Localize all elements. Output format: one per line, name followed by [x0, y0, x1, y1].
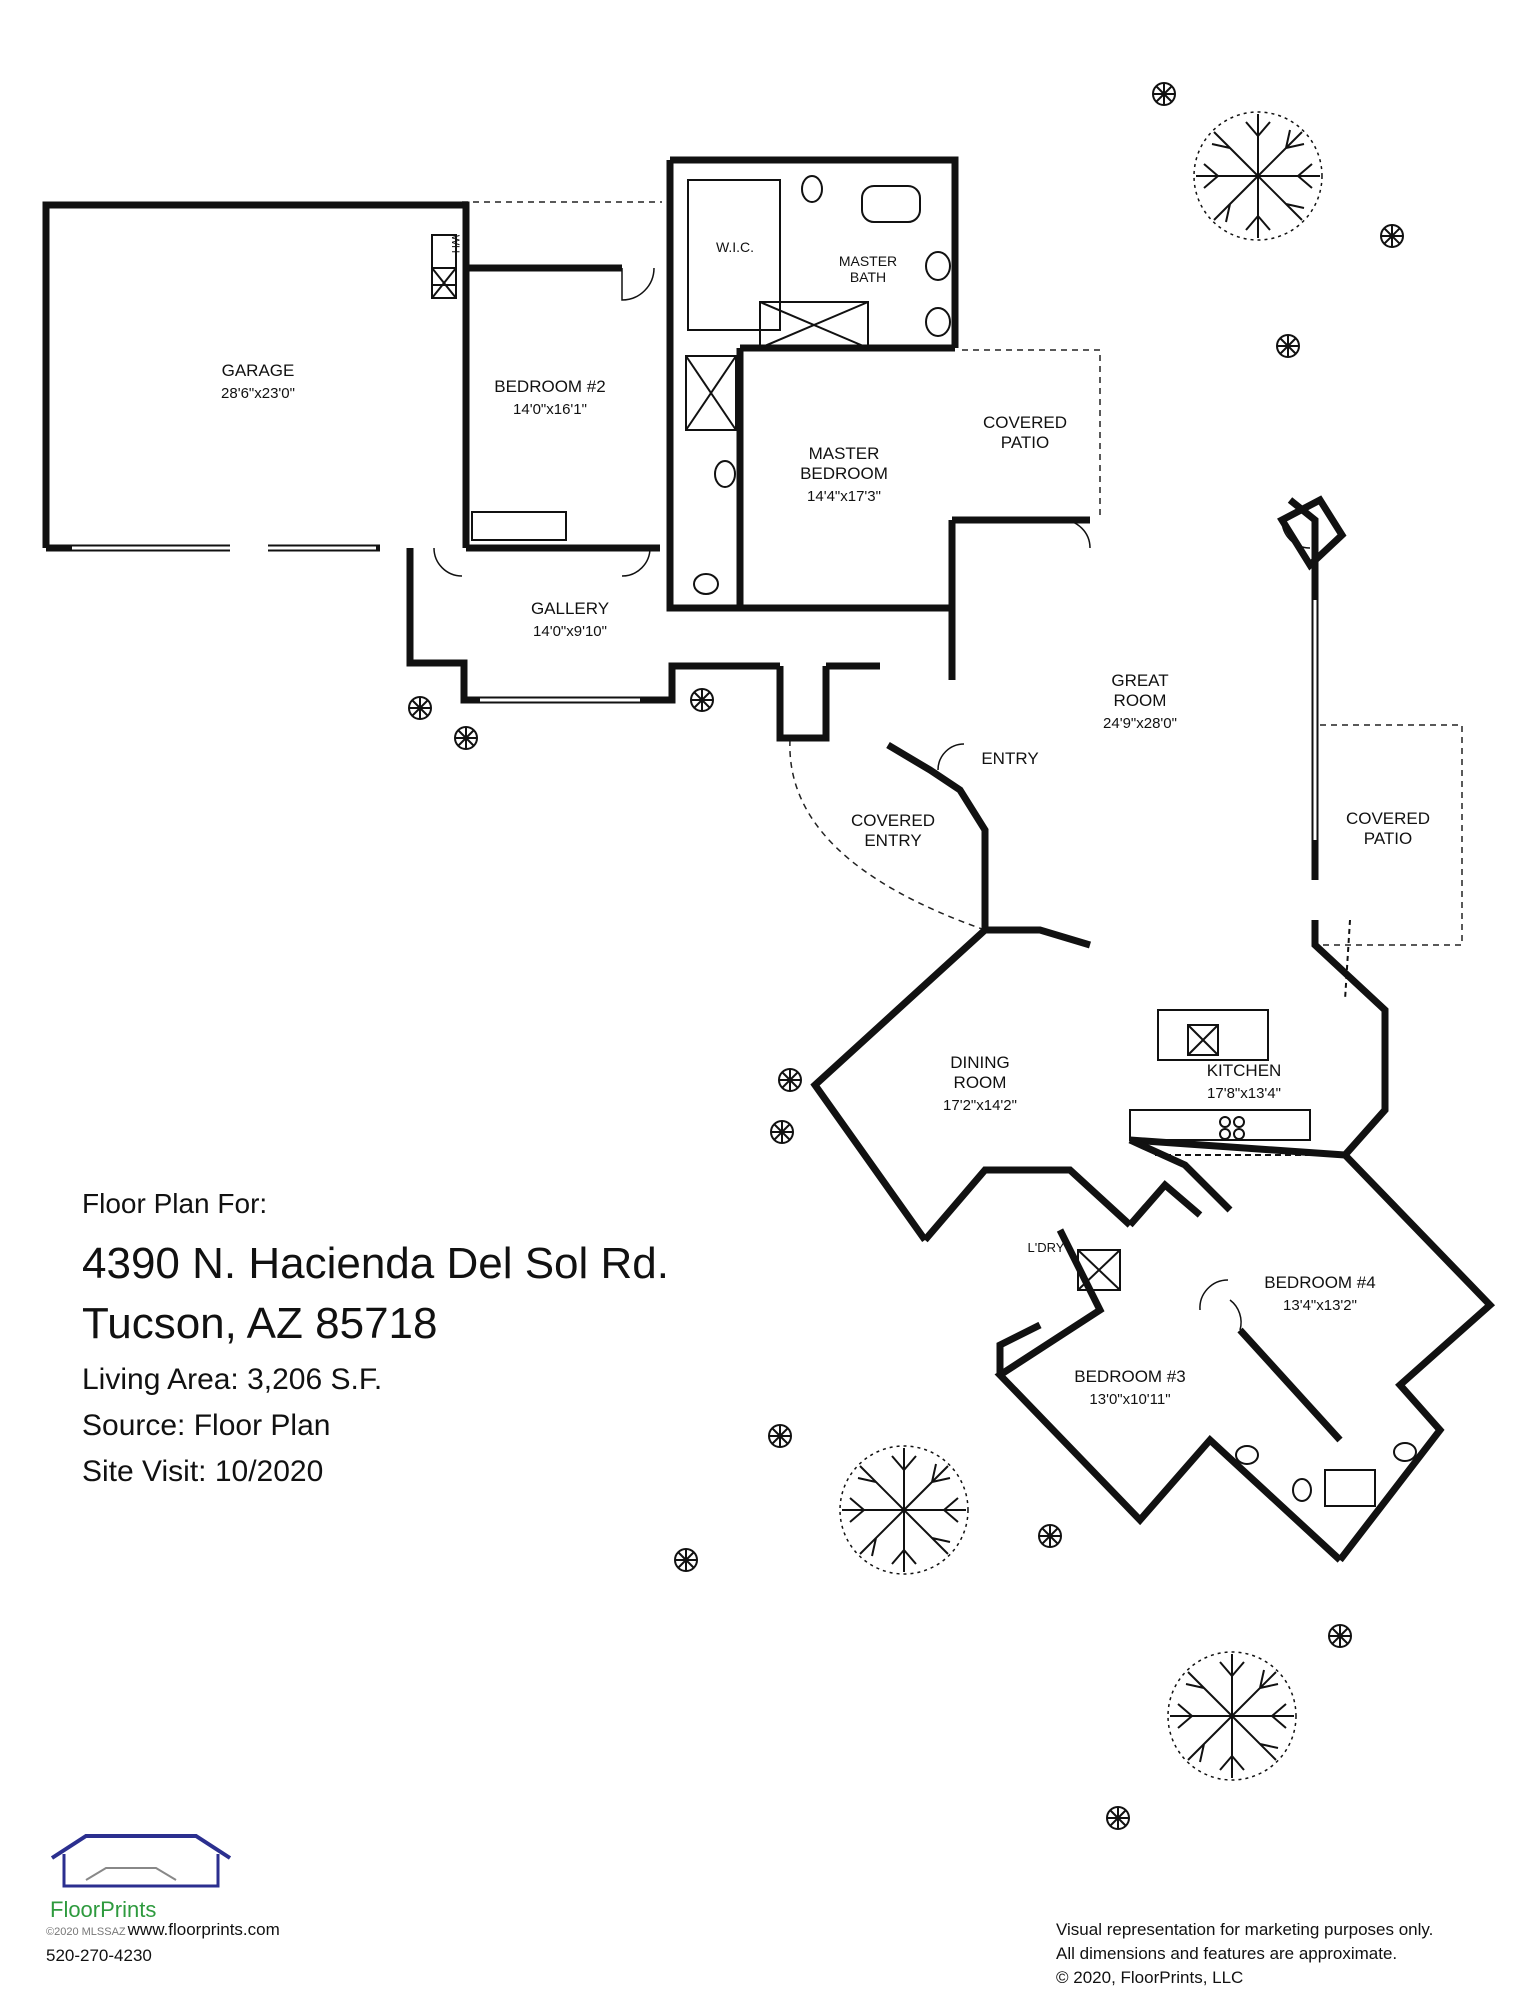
disclaimer-line-3: © 2020, FloorPrints, LLC	[1056, 1968, 1244, 1987]
disclaimer-line-2: All dimensions and features are approxim…	[1056, 1944, 1398, 1963]
dashed-outlines	[462, 201, 1463, 946]
dining-room-label-1: DINING	[950, 1053, 1010, 1072]
bedroom4-dim: 13'4"x13'2"	[1283, 1297, 1357, 1314]
windows	[72, 518, 1317, 1181]
mls-mark: ©2020 MLSSAZ	[46, 1926, 126, 1938]
entry-label: ENTRY	[981, 749, 1038, 768]
address-line-1: 4390 N. Hacienda Del Sol Rd.	[82, 1239, 669, 1288]
bedroom3-label: BEDROOM #3	[1074, 1367, 1185, 1386]
fixtures	[431, 175, 1417, 1507]
covered-patio-top-label-2: PATIO	[1001, 433, 1050, 452]
great-room-label-1: GREAT	[1111, 671, 1168, 690]
dining-room-dim: 17'2"x14'2"	[943, 1097, 1017, 1114]
website-link[interactable]: www.floorprints.com	[127, 1920, 280, 1939]
doors	[433, 267, 1311, 1331]
master-bedroom-dim: 14'4"x17'3"	[807, 488, 881, 505]
house-roof-icon	[50, 1834, 232, 1888]
great-room-label-2: ROOM	[1114, 691, 1167, 710]
garage-dim: 28'6"x23'0"	[221, 385, 295, 402]
covered-entry-label-2: ENTRY	[864, 831, 921, 850]
phone: 520-270-4230	[46, 1946, 152, 1965]
covered-patio-right-label-1: COVERED	[1346, 809, 1430, 828]
walls	[42, 156, 1496, 1563]
site-visit: Site Visit: 10/2020	[82, 1455, 324, 1488]
bedroom3-dim: 13'0"x10'11"	[1089, 1391, 1170, 1408]
dining-room-label-2: ROOM	[954, 1073, 1007, 1092]
gallery-dim: 14'0"x9'10"	[533, 623, 607, 640]
address-line-2: Tucson, AZ 85718	[82, 1299, 438, 1348]
great-room-dim: 24'9"x28'0"	[1103, 715, 1177, 732]
logo-brand: FloorPrints	[50, 1897, 157, 1922]
wic-label: W.I.C.	[716, 239, 754, 255]
living-area: Living Area: 3,206 S.F.	[82, 1363, 383, 1396]
source: Source: Floor Plan	[82, 1409, 331, 1442]
trees	[839, 111, 1323, 1781]
wh-label: WH	[449, 235, 461, 253]
master-bedroom-label-1: MASTER	[809, 444, 880, 463]
disclaimer: Visual representation for marketing purp…	[1056, 1918, 1433, 1990]
gallery-label: GALLERY	[531, 599, 609, 618]
master-bath-label-2: BATH	[850, 269, 886, 285]
bedroom2-label: BEDROOM #2	[494, 377, 605, 396]
covered-patio-right-label-2: PATIO	[1364, 829, 1413, 848]
property-info: Floor Plan For: 4390 N. Hacienda Del Sol…	[82, 1188, 669, 1492]
kitchen-label: KITCHEN	[1207, 1061, 1282, 1080]
kitchen-dim: 17'8"x13'4"	[1207, 1085, 1281, 1102]
master-bedroom-label-2: BEDROOM	[800, 464, 888, 483]
bedroom2-dim: 14'0"x16'1"	[513, 401, 587, 418]
garage-label: GARAGE	[222, 361, 295, 380]
covered-entry-label-1: COVERED	[851, 811, 935, 830]
bedroom4-label: BEDROOM #4	[1264, 1273, 1375, 1292]
room-labels: GARAGE 28'6"x23'0" WH BEDROOM #2 14'0"x1…	[221, 235, 1430, 1408]
plan-lead: Floor Plan For:	[82, 1188, 268, 1219]
disclaimer-line-1: Visual representation for marketing purp…	[1056, 1920, 1434, 1939]
floorprints-logo: FloorPrints	[46, 1830, 236, 1923]
laundry-label: L'DRY	[1028, 1240, 1065, 1255]
covered-patio-top-label-1: COVERED	[983, 413, 1067, 432]
master-bath-label-1: MASTER	[839, 253, 897, 269]
